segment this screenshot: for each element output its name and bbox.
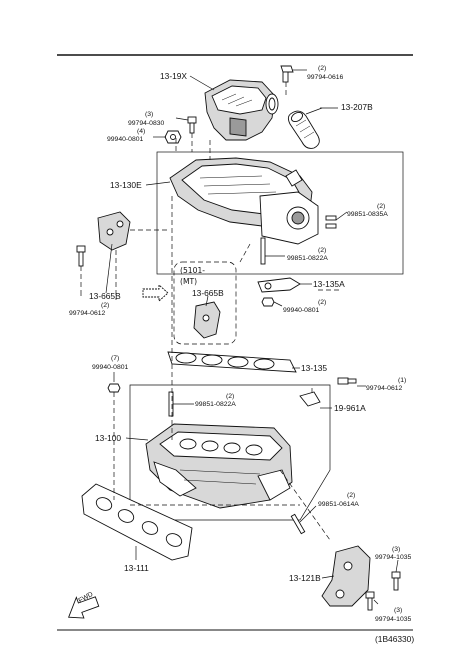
upper-manifold-box (156, 151, 404, 275)
lower-manifold-part (145, 423, 293, 509)
stud-0822a-top-part (260, 237, 266, 265)
qty-stud-0835a: (2) (377, 203, 385, 210)
stud-0614a-part (290, 513, 306, 535)
nut-0801-mid-part (261, 297, 275, 307)
label-bolt-1035-b: 99794-1035 (375, 616, 412, 623)
diagram-code: (1B46330) (375, 634, 414, 644)
label-bracket-121b: 13-121B (289, 573, 321, 583)
connection-lines (80, 82, 340, 541)
label-bolt-0830: 99794-0830 (128, 120, 165, 127)
direction-arrow-icon (142, 283, 169, 303)
lower-manifold-box (129, 384, 331, 521)
label-bracket-135a: 13-135A (313, 279, 345, 289)
bracket-665b-mt-part (193, 301, 221, 339)
qty-bolt-1035-b: (3) (394, 607, 402, 614)
qty-bolt-0830: (3) (145, 111, 153, 118)
label-stud-0835a: 99851-0835A (347, 211, 388, 218)
label-stud-0614a: 99851-0614A (318, 501, 359, 508)
qty-stud-0822a-top: (2) (318, 247, 326, 254)
gasket-135-part (167, 351, 297, 373)
label-intake-cover: 13-19X (160, 71, 187, 81)
nut-0801-top-part (164, 130, 182, 144)
label-upper-manifold: 13-130E (110, 180, 142, 190)
intake-cover-part (204, 79, 279, 141)
fwd-arrow-icon (68, 596, 100, 619)
clip-961a-part (299, 391, 321, 407)
hose-13-207b-part (287, 110, 320, 149)
label-bolt-0616: 99794-0616 (307, 74, 344, 81)
label-bolt-0612-right: 99794-0612 (366, 385, 403, 392)
nut-0801-low-part (107, 383, 121, 393)
qty-nut-0801-mid: (2) (318, 299, 326, 306)
label-clip-961a: 19-961A (334, 403, 366, 413)
bolt-0612-left-part (76, 245, 86, 267)
bracket-665b-left-part (97, 211, 131, 251)
gasket-111-part (81, 483, 193, 561)
stud-0835a-part (325, 215, 337, 229)
qty-stud-0822a-low: (2) (226, 393, 234, 400)
label-hose-207b: 13-207B (341, 102, 373, 112)
label-stud-0822a-top: 99851-0822A (287, 255, 328, 262)
label-bracket-665b-left: 13-665B (89, 291, 121, 301)
qty-bolt-0612-right: (1) (398, 377, 406, 384)
label-stud-0822a-low: 99851-0822A (195, 401, 236, 408)
label-bolt-0612-left: 99794-0612 (69, 310, 106, 317)
label-gasket-111: 13-111 (124, 563, 149, 573)
bolt-0612-right-part (337, 377, 357, 385)
variant-box (173, 261, 237, 345)
bolt-0830-part (187, 116, 197, 134)
upper-manifold-part (169, 157, 319, 245)
label-nut-0801-mid: 99940-0801 (283, 307, 320, 314)
bolt-1035-a-part (391, 571, 401, 591)
label-gasket-135: 13-135 (301, 363, 327, 373)
label-bracket-665b-mt: 13-665B (192, 288, 224, 298)
label-nut-0801-top: 99940-0801 (107, 136, 144, 143)
stud-0822a-low-part (168, 391, 174, 417)
qty-nut-0801-top: (4) (137, 128, 145, 135)
label-bolt-1035-a: 99794-1035 (375, 554, 412, 561)
variant-code: (5101- (180, 266, 205, 275)
qty-bolt-1035-a: (3) (392, 546, 400, 553)
qty-bolt-0612-left: (2) (101, 302, 109, 309)
variant-sub: (MT) (180, 277, 197, 286)
bracket-121b-part (321, 545, 371, 607)
bolt-1035-b-part (365, 591, 375, 611)
leader-lines (80, 69, 399, 605)
bolt-0616-part (280, 65, 294, 83)
bracket-135a-part (257, 277, 301, 293)
qty-nut-0801-low: (7) (111, 355, 119, 362)
label-lower-manifold: 13-100 (95, 433, 121, 443)
qty-stud-0614a: (2) (347, 492, 355, 499)
qty-bolt-0616: (2) (318, 65, 326, 72)
label-nut-0801-low: 99940-0801 (92, 364, 129, 371)
